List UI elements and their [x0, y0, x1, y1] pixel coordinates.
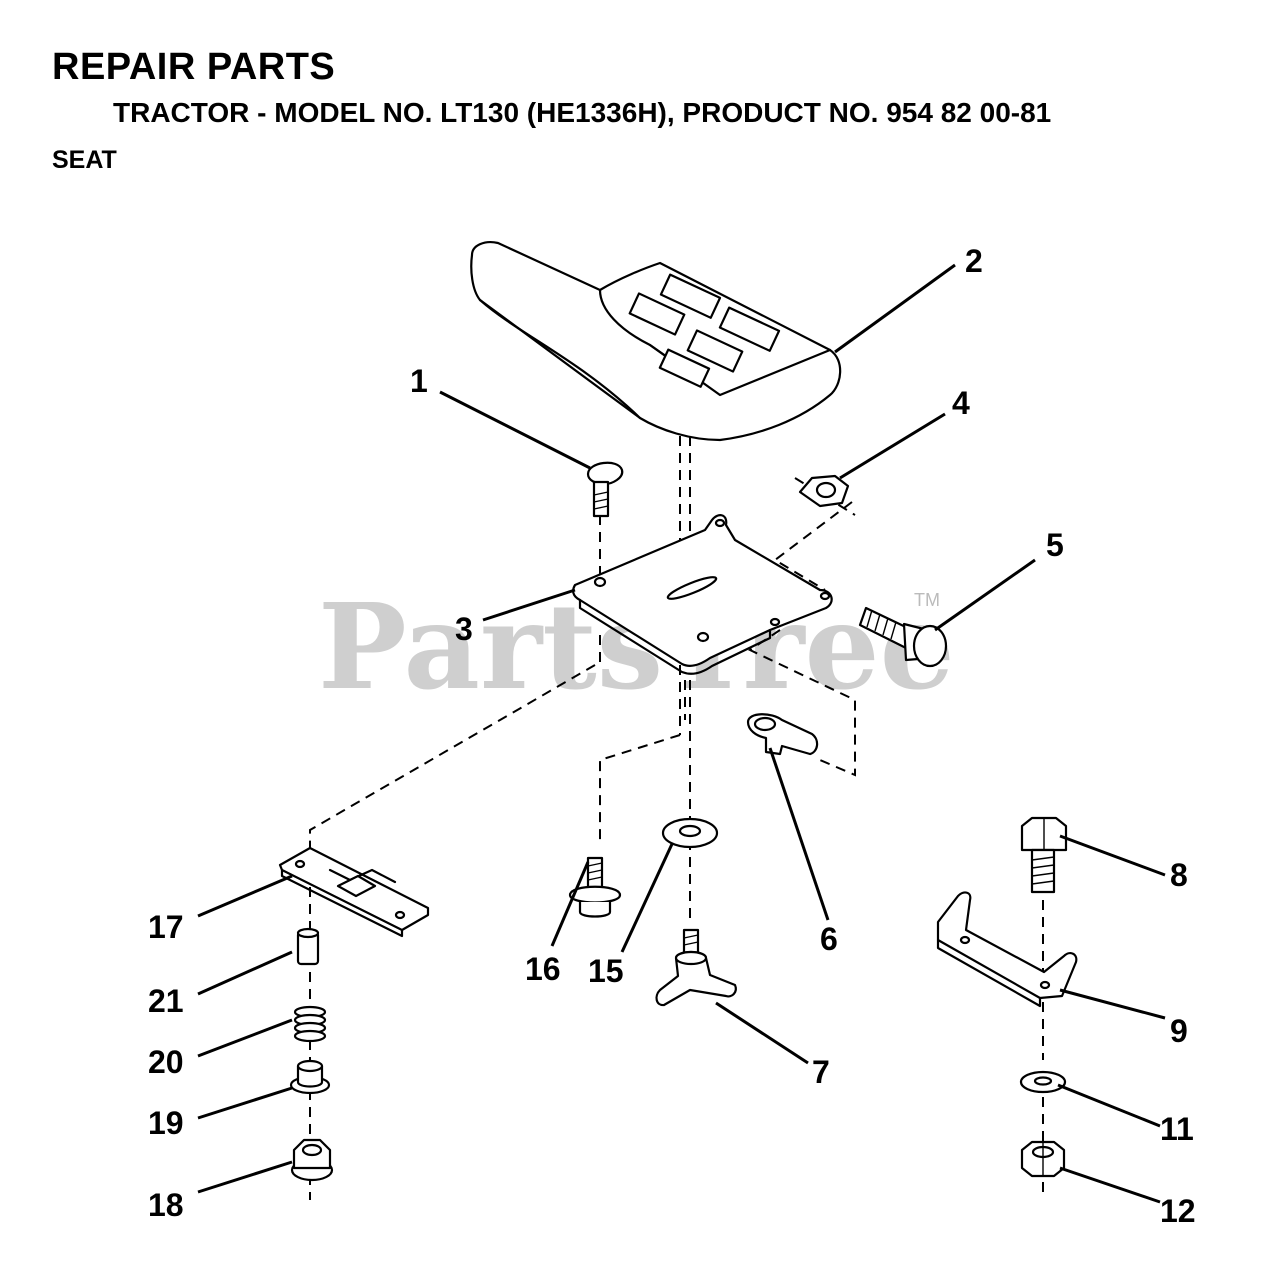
section-title: SEAT	[52, 146, 117, 174]
watermark-trademark: TM	[914, 590, 940, 610]
part-18-flange-nut	[290, 1138, 334, 1182]
callout-15: 15	[588, 953, 624, 989]
part-4-nut	[798, 474, 850, 508]
callout-4: 4	[952, 385, 970, 421]
callout-20: 20	[148, 1044, 184, 1080]
part-8-hex-bolt	[1020, 816, 1068, 894]
part-15-washer	[661, 817, 719, 849]
part-12-lock-nut	[1020, 1140, 1066, 1178]
part-19-bushing	[289, 1059, 331, 1095]
part-17-latch-plate	[278, 846, 430, 938]
callout-1: 1	[410, 363, 428, 399]
callout-12: 12	[1160, 1193, 1196, 1229]
leader-lines	[197, 263, 1166, 1204]
part-16-shoulder-bolt	[568, 856, 622, 918]
callout-18: 18	[148, 1187, 184, 1223]
callout-17: 17	[148, 909, 184, 945]
callout-8: 8	[1170, 857, 1188, 893]
callout-numbers: 1 2 3 4 5 6 7 8 9 11 12 15 16 17 18 19 2…	[148, 243, 1196, 1229]
part-3-seat-bracket	[572, 514, 833, 675]
callout-11: 11	[1160, 1111, 1194, 1147]
callout-5: 5	[1046, 527, 1064, 563]
part-9-bracket	[936, 891, 1078, 1008]
part-1-carriage-bolt	[586, 461, 624, 518]
part-21-pin	[296, 927, 320, 966]
part-11-washer	[1019, 1070, 1067, 1094]
part-5-hex-bolt	[858, 606, 948, 668]
assembly-lines	[309, 436, 1044, 1200]
part-2-seat	[470, 241, 842, 442]
callout-21: 21	[148, 983, 184, 1019]
model-line: TRACTOR - MODEL NO. LT130 (HE1336H), PRO…	[113, 97, 1052, 128]
callout-3: 3	[455, 611, 473, 647]
callout-2: 2	[965, 243, 983, 279]
callout-16: 16	[525, 951, 561, 987]
callout-9: 9	[1170, 1013, 1188, 1049]
part-7-knob	[655, 928, 737, 1007]
callout-19: 19	[148, 1105, 184, 1141]
page-title: REPAIR PARTS	[52, 46, 336, 88]
callout-6: 6	[820, 921, 838, 957]
part-20-spring	[293, 1005, 327, 1043]
callout-7: 7	[812, 1054, 830, 1090]
part-6-clip	[746, 713, 819, 756]
